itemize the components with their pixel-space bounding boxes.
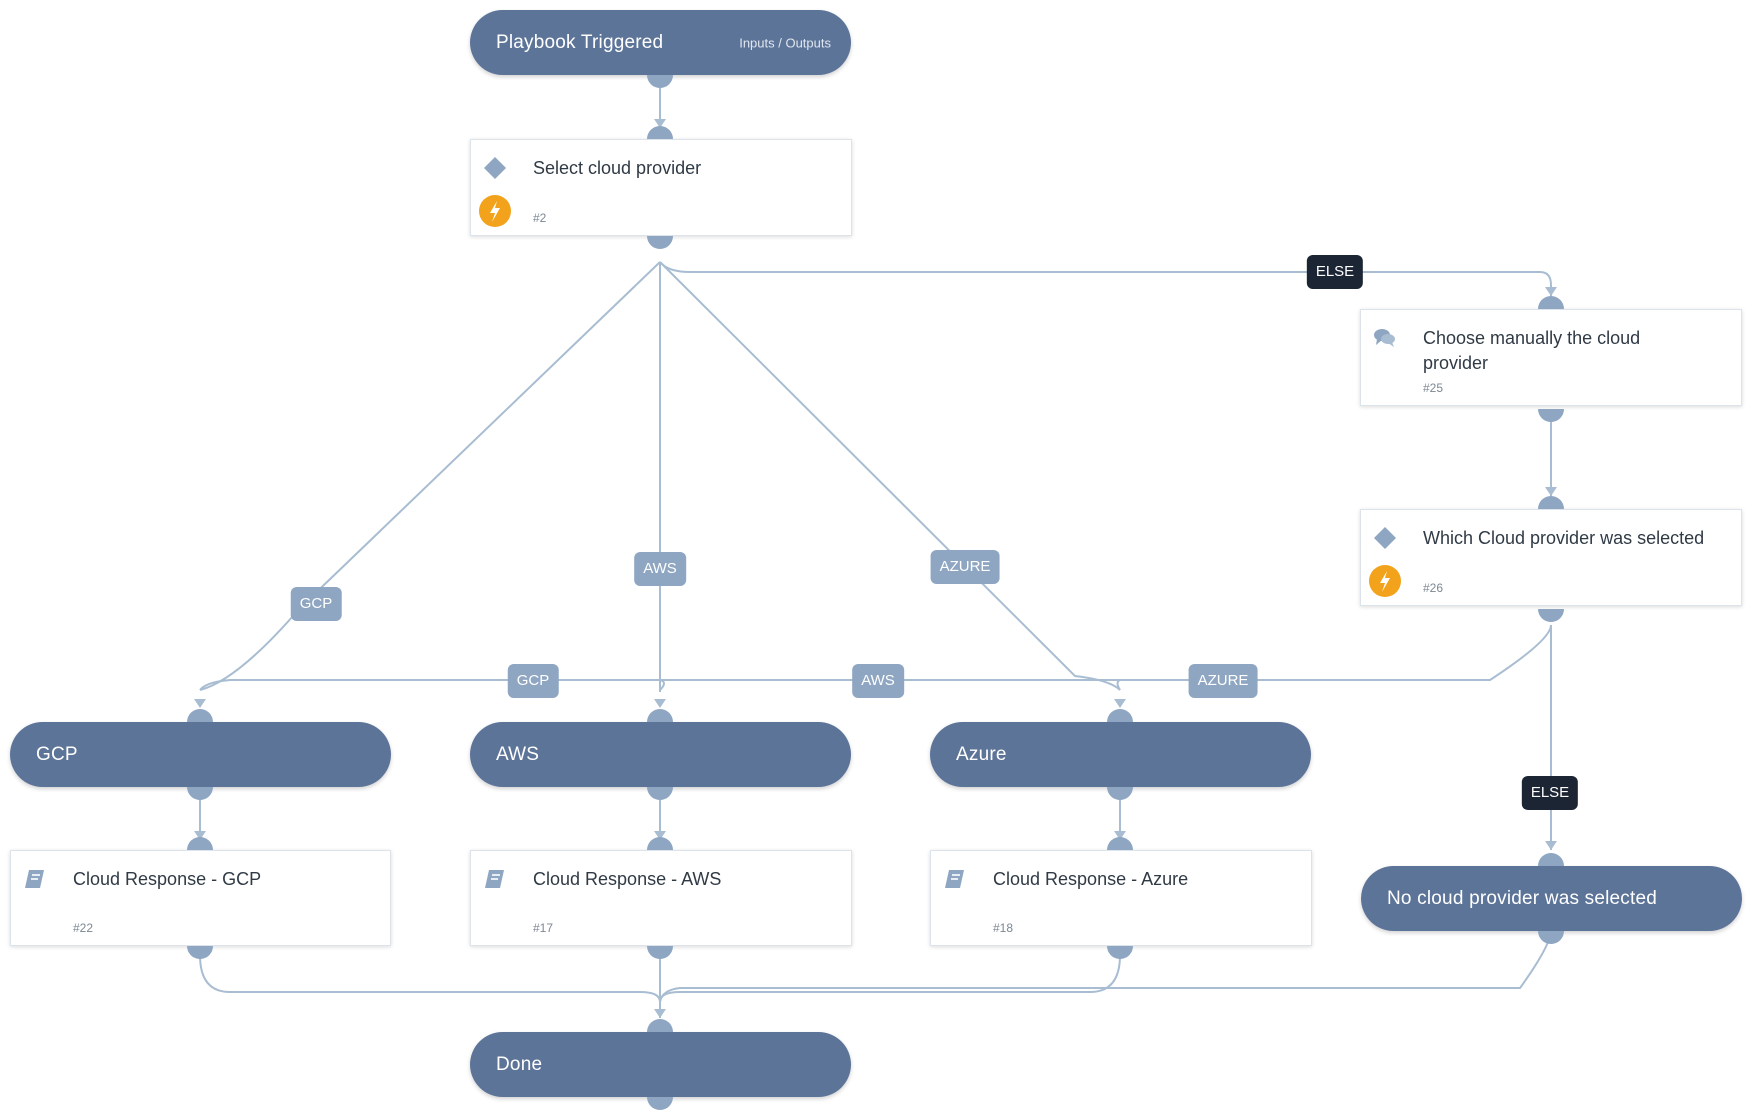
inputs-outputs-link[interactable]: Inputs / Outputs [739,35,831,50]
output-port[interactable] [1107,787,1133,800]
output-port[interactable] [1538,609,1564,622]
edge-select-to-azure [659,261,1121,691]
input-port[interactable] [1107,709,1133,722]
arrowhead [654,119,666,128]
condition-label-aws[interactable]: AWS [634,552,686,586]
section-done[interactable]: Done [470,1032,851,1097]
condition-label-else[interactable]: ELSE [1306,255,1364,289]
condition-label-azure[interactable]: AZURE [1188,664,1258,698]
input-port[interactable] [647,1019,673,1032]
arrowhead [1545,287,1557,296]
lightning-bolt-icon [1369,565,1401,597]
task-title: Select cloud provider [533,158,702,178]
playbook-book-icon [23,867,47,891]
output-port[interactable] [1538,931,1564,944]
arrowhead [1114,699,1126,708]
task-title: Choose manually the cloud provider [1423,328,1641,373]
task-number: #26 [1423,581,1444,595]
arrowhead [194,831,206,840]
section-title: No cloud provider was selected [1387,887,1658,909]
task-choose-manually[interactable]: Choose manually the cloud provider #25 [1360,309,1742,406]
condition-label-azure[interactable]: AZURE [930,550,1000,584]
task-number: #22 [73,921,94,935]
task-title: Cloud Response - GCP [73,869,262,889]
section-title: GCP [36,743,78,765]
input-port[interactable] [1538,853,1564,866]
task-number: #25 [1423,381,1444,395]
output-port[interactable] [647,75,673,88]
section-title: AWS [496,743,540,765]
playbook-book-icon [943,867,967,891]
input-port[interactable] [187,709,213,722]
section-title: Playbook Triggered [496,31,664,53]
section-aws[interactable]: AWS [470,722,851,787]
playbook-book-icon [483,867,507,891]
arrowhead [654,831,666,840]
task-cloud-response-aws[interactable]: Cloud Response - AWS #17 [470,850,852,946]
section-gcp[interactable]: GCP [10,722,391,787]
input-port[interactable] [1107,837,1133,850]
arrowhead [654,699,666,708]
output-port[interactable] [647,236,673,249]
section-azure[interactable]: Azure [930,722,1311,787]
condition-label-else[interactable]: ELSE [1521,776,1579,810]
task-cloud-response-azure[interactable]: Cloud Response - Azure #18 [930,850,1312,946]
section-no-cloud-provider[interactable]: No cloud provider was selected [1361,866,1742,931]
input-port[interactable] [647,126,673,139]
arrowhead [654,1009,666,1018]
section-title: Azure [956,743,1007,765]
input-port[interactable] [1538,296,1564,309]
condition-label-gcp[interactable]: GCP [290,587,342,621]
arrowhead [1545,841,1557,850]
diamond-condition-icon [1373,526,1397,550]
arrowhead [194,699,206,708]
task-title: Cloud Response - Azure [993,869,1189,889]
task-title: Cloud Response - AWS [533,869,722,889]
task-cloud-response-gcp[interactable]: Cloud Response - GCP #22 [10,850,391,946]
task-which-cloud-provider[interactable]: Which Cloud provider was selected #26 [1360,509,1742,606]
edge-azure-response-to-done [659,954,1121,1003]
output-port[interactable] [187,787,213,800]
output-port[interactable] [1538,409,1564,422]
input-port[interactable] [187,837,213,850]
diamond-condition-icon [483,156,507,180]
task-number: #2 [533,211,547,225]
task-number: #18 [993,921,1014,935]
output-port[interactable] [1107,946,1133,959]
edge-select-to-gcp [199,261,661,691]
condition-label-gcp[interactable]: GCP [507,664,559,698]
lightning-bolt-icon [479,195,511,227]
chat-bubbles-icon [1373,326,1397,350]
edge-select-else-to-manual [659,261,1552,296]
section-playbook-triggered[interactable]: Playbook Triggered Inputs / Outputs [470,10,851,75]
input-port[interactable] [647,837,673,850]
arrowhead [1545,487,1557,496]
task-title: Which Cloud provider was selected [1423,528,1705,548]
condition-label-aws[interactable]: AWS [852,664,904,698]
task-number: #17 [533,921,554,935]
arrowhead [1114,831,1126,840]
edge-which-to-branches [199,624,1552,691]
edge-gcp-response-to-done [199,954,661,1018]
input-port[interactable] [647,709,673,722]
section-title: Done [496,1053,543,1075]
task-select-cloud-provider[interactable]: Select cloud provider #2 [470,139,852,236]
input-port[interactable] [1538,496,1564,509]
output-port[interactable] [187,946,213,959]
output-port[interactable] [647,787,673,800]
output-port[interactable] [647,1097,673,1110]
output-port[interactable] [647,946,673,959]
